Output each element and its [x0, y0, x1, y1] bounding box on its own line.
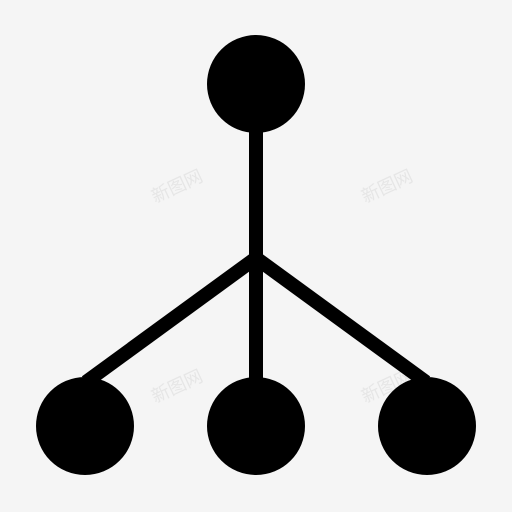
nodes	[36, 35, 476, 475]
connector-lines	[81, 120, 431, 390]
watermark-text: 新图网	[148, 166, 206, 208]
watermark-text: 新图网	[358, 166, 416, 208]
watermark-text: 新图网	[148, 366, 206, 408]
root-node	[207, 35, 305, 133]
left-branch-line	[81, 252, 261, 388]
middle-child-node	[207, 377, 305, 475]
watermark-group: 新图网 新图网 新图网 新图网	[148, 166, 416, 408]
right-child-node	[378, 377, 476, 475]
left-child-node	[36, 377, 134, 475]
right-branch-line	[251, 252, 431, 388]
